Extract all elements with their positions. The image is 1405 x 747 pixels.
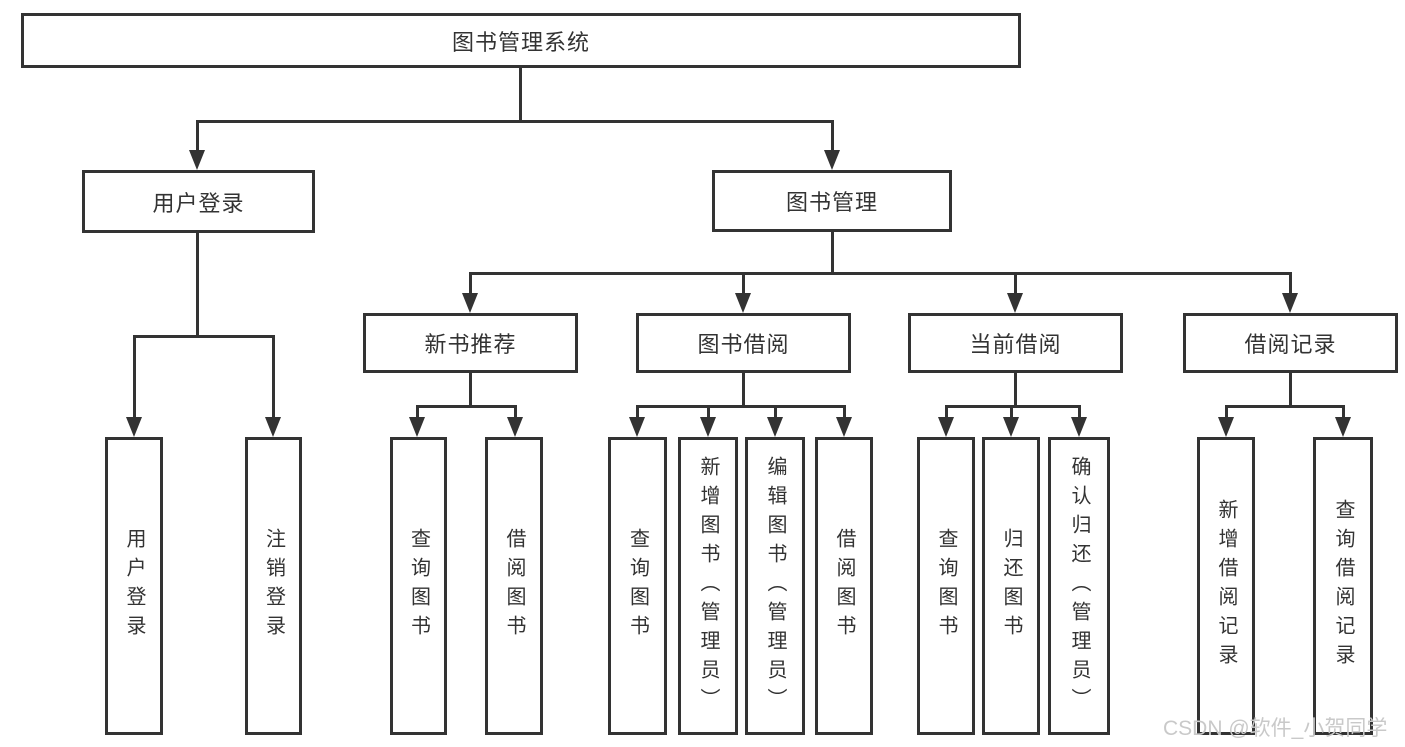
node-book-management-label: 图书管理	[785, 190, 878, 215]
leaf-current-confirm-return-admin-label: 确认归还（管理员）	[1068, 455, 1090, 717]
node-borrowing-records: 借阅记录	[1183, 313, 1398, 373]
node-user-login-label: 用户登录	[152, 190, 245, 216]
leaf-recommend-query-books: 查询图书	[390, 437, 447, 735]
connector-current-rail	[945, 405, 1081, 408]
connector-root-rail	[196, 120, 834, 123]
leaf-borrowing-query-books-label: 查询图书	[626, 528, 649, 644]
leaf-borrowing-query-books: 查询图书	[608, 437, 667, 735]
connector-leaf	[843, 405, 846, 419]
connector-book-mgmt-rail	[469, 272, 1291, 275]
arrow-down-icon	[836, 417, 852, 437]
node-book-borrowing-label: 图书借阅	[697, 332, 790, 357]
arrow-down-icon	[700, 417, 716, 437]
leaf-recommend-query-books-label: 查询图书	[407, 528, 430, 644]
leaf-records-query-record-label: 查询借阅记录	[1332, 499, 1354, 673]
leaf-current-query-books-label: 查询图书	[935, 528, 957, 644]
connector-root-to-book-mgmt	[831, 120, 834, 153]
connector-current-stem	[1014, 373, 1017, 408]
connector-borrowing-rail	[636, 405, 846, 408]
leaf-borrowing-add-books-admin: 新增图书（管理员）	[678, 437, 738, 735]
connector-borrowing-stem	[742, 373, 745, 408]
leaf-current-confirm-return-admin: 确认归还（管理员）	[1048, 437, 1110, 735]
node-new-book-recommend: 新书推荐	[363, 313, 578, 373]
leaf-user-login-label: 用户登录	[123, 528, 145, 644]
connector-book-mgmt-stem	[831, 232, 834, 274]
leaf-recommend-borrow-books-label: 借阅图书	[503, 528, 525, 644]
connector-leaf	[1342, 405, 1345, 419]
node-current-borrowing-label: 当前借阅	[969, 332, 1062, 357]
csdn-watermark: CSDN @软件_小贺同学	[1163, 717, 1388, 740]
leaf-borrowing-borrow-books: 借阅图书	[815, 437, 873, 735]
leaf-current-return-books: 归还图书	[982, 437, 1040, 735]
connector-root-stem	[519, 68, 522, 122]
arrow-down-icon	[938, 417, 954, 437]
arrow-down-icon	[1335, 417, 1351, 437]
node-borrowing-records-label: 借阅记录	[1244, 332, 1337, 357]
node-book-management: 图书管理	[712, 170, 952, 232]
connector-user-login-rail	[133, 335, 275, 338]
leaf-recommend-borrow-books: 借阅图书	[485, 437, 543, 735]
arrow-down-icon	[409, 417, 425, 437]
connector-recommend-rail	[416, 405, 517, 408]
arrow-down-icon	[1071, 417, 1087, 437]
arrow-down-icon	[126, 417, 142, 437]
connector-to-leaf-logout	[272, 335, 275, 419]
arrow-down-icon	[735, 293, 751, 313]
arrow-down-icon	[767, 417, 783, 437]
leaf-logout-label: 注销登录	[262, 528, 285, 644]
connector-leaf	[774, 405, 777, 419]
connector-records-stem	[1289, 373, 1292, 408]
arrow-down-icon	[462, 293, 478, 313]
node-library-system: 图书管理系统	[21, 13, 1021, 68]
connector-root-to-user-login	[196, 120, 199, 153]
leaf-borrowing-add-books-admin-label: 新增图书（管理员）	[697, 455, 719, 717]
arrow-down-icon	[824, 150, 840, 170]
node-new-book-recommend-label: 新书推荐	[424, 332, 517, 357]
leaf-logout: 注销登录	[245, 437, 302, 735]
connector-leaf	[707, 405, 710, 419]
arrow-down-icon	[1003, 417, 1019, 437]
leaf-borrowing-edit-books-admin-label: 编辑图书（管理员）	[764, 455, 786, 717]
connector-leaf	[514, 405, 517, 419]
leaf-records-query-record: 查询借阅记录	[1313, 437, 1373, 735]
leaf-current-query-books: 查询图书	[917, 437, 975, 735]
connector-to-book-borrowing	[742, 272, 745, 296]
connector-leaf	[1225, 405, 1228, 419]
arrow-down-icon	[1218, 417, 1234, 437]
connector-recommend-stem	[469, 373, 472, 408]
leaf-user-login: 用户登录	[105, 437, 163, 735]
connector-to-current-borrowing	[1014, 272, 1017, 296]
node-current-borrowing: 当前借阅	[908, 313, 1123, 373]
node-book-borrowing: 图书借阅	[636, 313, 851, 373]
connector-leaf	[416, 405, 419, 419]
leaf-borrowing-edit-books-admin: 编辑图书（管理员）	[745, 437, 805, 735]
node-user-login: 用户登录	[82, 170, 315, 233]
connector-records-rail	[1225, 405, 1344, 408]
arrow-down-icon	[265, 417, 281, 437]
connector-leaf	[1078, 405, 1081, 419]
arrow-down-icon	[507, 417, 523, 437]
connector-to-borrowing-records	[1289, 272, 1292, 296]
arrow-down-icon	[1007, 293, 1023, 313]
connector-to-leaf-user-login	[133, 335, 136, 419]
leaf-borrowing-borrow-books-label: 借阅图书	[833, 528, 855, 644]
connector-leaf	[1010, 405, 1013, 419]
arrow-down-icon	[629, 417, 645, 437]
leaf-records-add-record-label: 新增借阅记录	[1215, 499, 1237, 673]
leaf-records-add-record: 新增借阅记录	[1197, 437, 1255, 735]
connector-leaf	[945, 405, 948, 419]
connector-to-new-book-recommend	[469, 272, 472, 296]
arrow-down-icon	[1282, 293, 1298, 313]
node-library-system-label: 图书管理系统	[451, 29, 590, 55]
connector-user-login-stem	[196, 233, 199, 338]
connector-leaf	[636, 405, 639, 419]
leaf-current-return-books-label: 归还图书	[1000, 528, 1022, 644]
arrow-down-icon	[189, 150, 205, 170]
